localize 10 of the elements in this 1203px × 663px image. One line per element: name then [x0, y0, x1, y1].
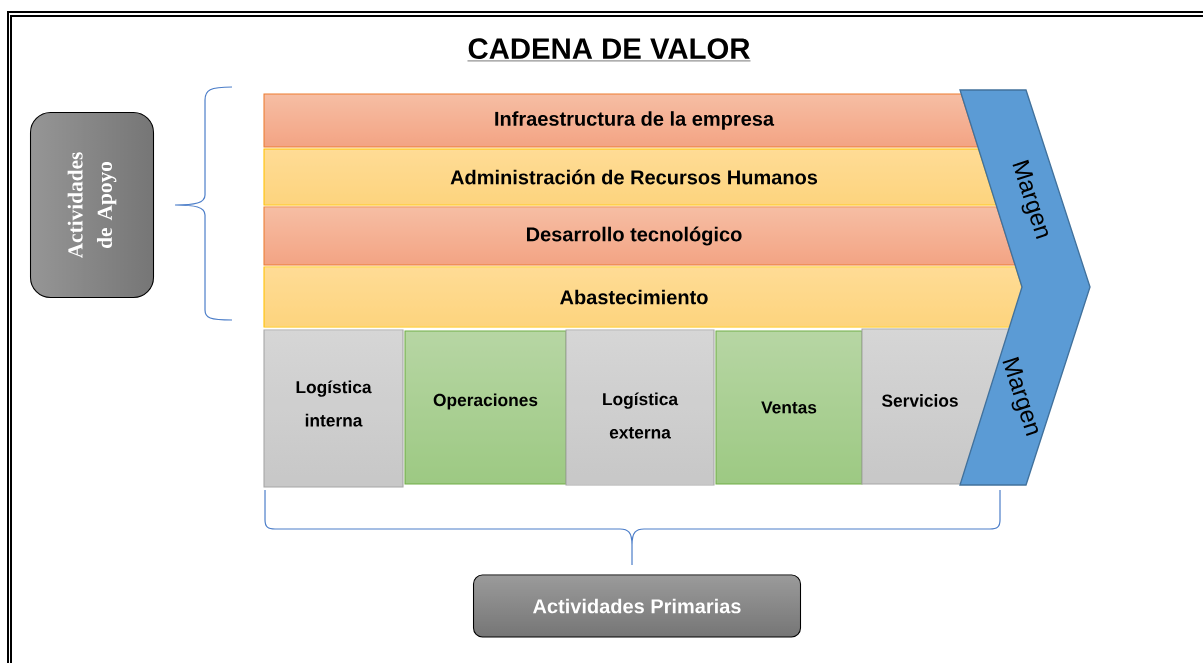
rounded-box: Actividades Primarias — [472, 574, 802, 638]
rounded-box: Actividades de Apoyo — [29, 111, 155, 299]
activity-band: Infraestructura de la empresa — [263, 93, 979, 148]
activity-band: Administración de Recursos Humanos — [263, 148, 997, 206]
title: CADENA DE VALOR — [467, 38, 751, 62]
activity-box: Logística interna — [263, 329, 404, 488]
activity-box: Logística externa — [565, 329, 715, 486]
activity-box: Operaciones — [404, 330, 567, 485]
activity-box: Ventas — [715, 330, 863, 485]
activity-band: Desarrollo tecnológico — [263, 206, 1016, 266]
